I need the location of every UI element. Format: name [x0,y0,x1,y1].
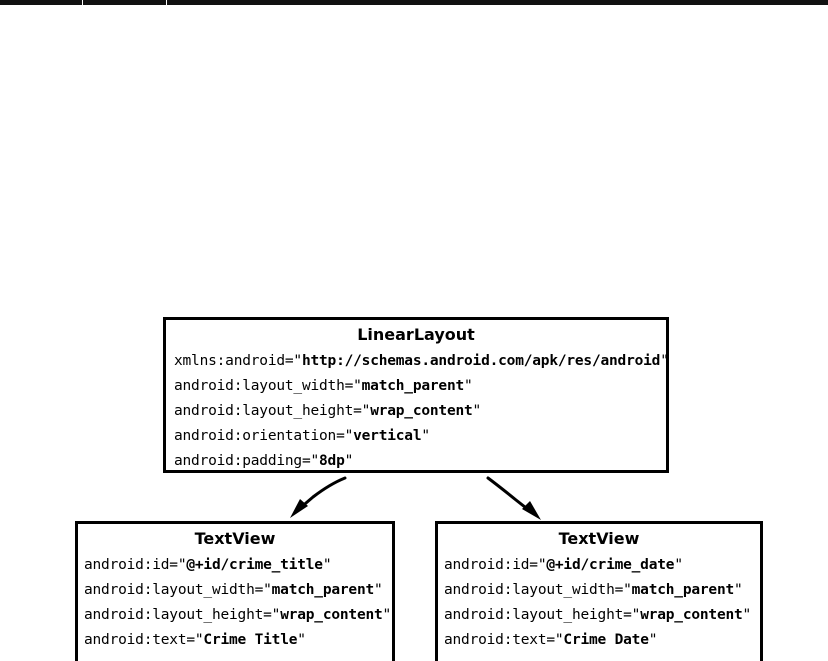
top-cropped-band [0,0,828,5]
node-textview-crime-date[interactable]: TextView android:id="@+id/crime_date" an… [435,521,763,661]
attribute-value: match_parent [631,582,735,598]
attribute-row: android:padding="8dp" [166,449,666,474]
attribute-key: android:layout_height=" [84,607,281,623]
attribute-key: android:id=" [84,557,187,573]
attribute-value: wrap_content [370,403,473,419]
edge-to-crime-date [486,476,541,520]
attribute-value: Crime Title [203,632,298,648]
node-title: TextView [558,529,640,548]
attribute-row: android:layout_height="wrap_content" [78,603,392,628]
attribute-key: android:text=" [84,632,204,648]
attribute-list: xmlns:android="http://schemas.android.co… [166,349,669,474]
attribute-quote: " [674,557,683,573]
attribute-row: android:layout_width="match_parent" [438,578,760,603]
attribute-quote: " [374,582,383,598]
attribute-value: http://schemas.android.com/apk/res/andro… [301,353,661,369]
attribute-row: xmlns:android="http://schemas.android.co… [166,349,669,374]
attribute-value: @+id/crime_title [186,557,323,573]
attribute-key: android:orientation=" [174,428,354,444]
attribute-quote: " [742,607,752,623]
attribute-row: android:layout_height="wrap_content" [166,399,666,424]
attribute-list: android:id="@+id/crime_title" android:la… [78,553,392,653]
attribute-quote: " [322,557,332,573]
attribute-value: wrap_content [280,607,383,623]
attribute-list: android:id="@+id/crime_date" android:lay… [438,553,760,653]
attribute-key: android:layout_height=" [444,607,641,623]
attribute-quote: " [344,453,354,469]
attribute-key: android:layout_width=" [174,378,362,394]
node-linearlayout[interactable]: LinearLayout xmlns:android="http://schem… [163,317,669,473]
attribute-key: android:layout_height=" [174,403,371,419]
attribute-key: android:layout_width=" [84,582,272,598]
attribute-value: 8dp [319,453,345,469]
attribute-quote: " [472,403,482,419]
attribute-quote: " [660,353,669,369]
attribute-row: android:orientation="vertical" [166,424,666,449]
attribute-value: Crime Date [563,632,649,648]
attribute-value: match_parent [361,378,465,394]
attribute-value: @+id/crime_date [546,557,675,573]
node-textview-crime-title[interactable]: TextView android:id="@+id/crime_title" a… [75,521,395,661]
attribute-quote: " [421,428,430,444]
attribute-key: android:layout_width=" [444,582,632,598]
attribute-quote: " [464,378,473,394]
node-title: LinearLayout [357,325,475,344]
attribute-quote: " [297,632,306,648]
attribute-quote: " [648,632,658,648]
attribute-row: android:layout_width="match_parent" [166,374,666,399]
attribute-row: android:text="Crime Date" [438,628,760,653]
top-band-tick [82,0,83,5]
attribute-value: wrap_content [640,607,743,623]
node-title: TextView [194,529,276,548]
attribute-quote: " [382,607,392,623]
attribute-row: android:text="Crime Title" [78,628,392,653]
top-band-tick [166,0,167,5]
arrowhead-icon [290,499,308,518]
attribute-row: android:id="@+id/crime_date" [438,553,760,578]
attribute-row: android:layout_width="match_parent" [78,578,392,603]
attribute-row: android:layout_height="wrap_content" [438,603,760,628]
attribute-quote: " [734,582,743,598]
attribute-key: android:id=" [444,557,547,573]
edge-to-crime-title [290,476,347,518]
attribute-row: android:id="@+id/crime_title" [78,553,392,578]
arrowhead-icon [522,501,541,520]
attribute-value: vertical [353,428,422,444]
attribute-key: android:text=" [444,632,564,648]
attribute-key: xmlns:android=" [174,353,302,369]
attribute-key: android:padding=" [174,453,320,469]
attribute-value: match_parent [271,582,375,598]
